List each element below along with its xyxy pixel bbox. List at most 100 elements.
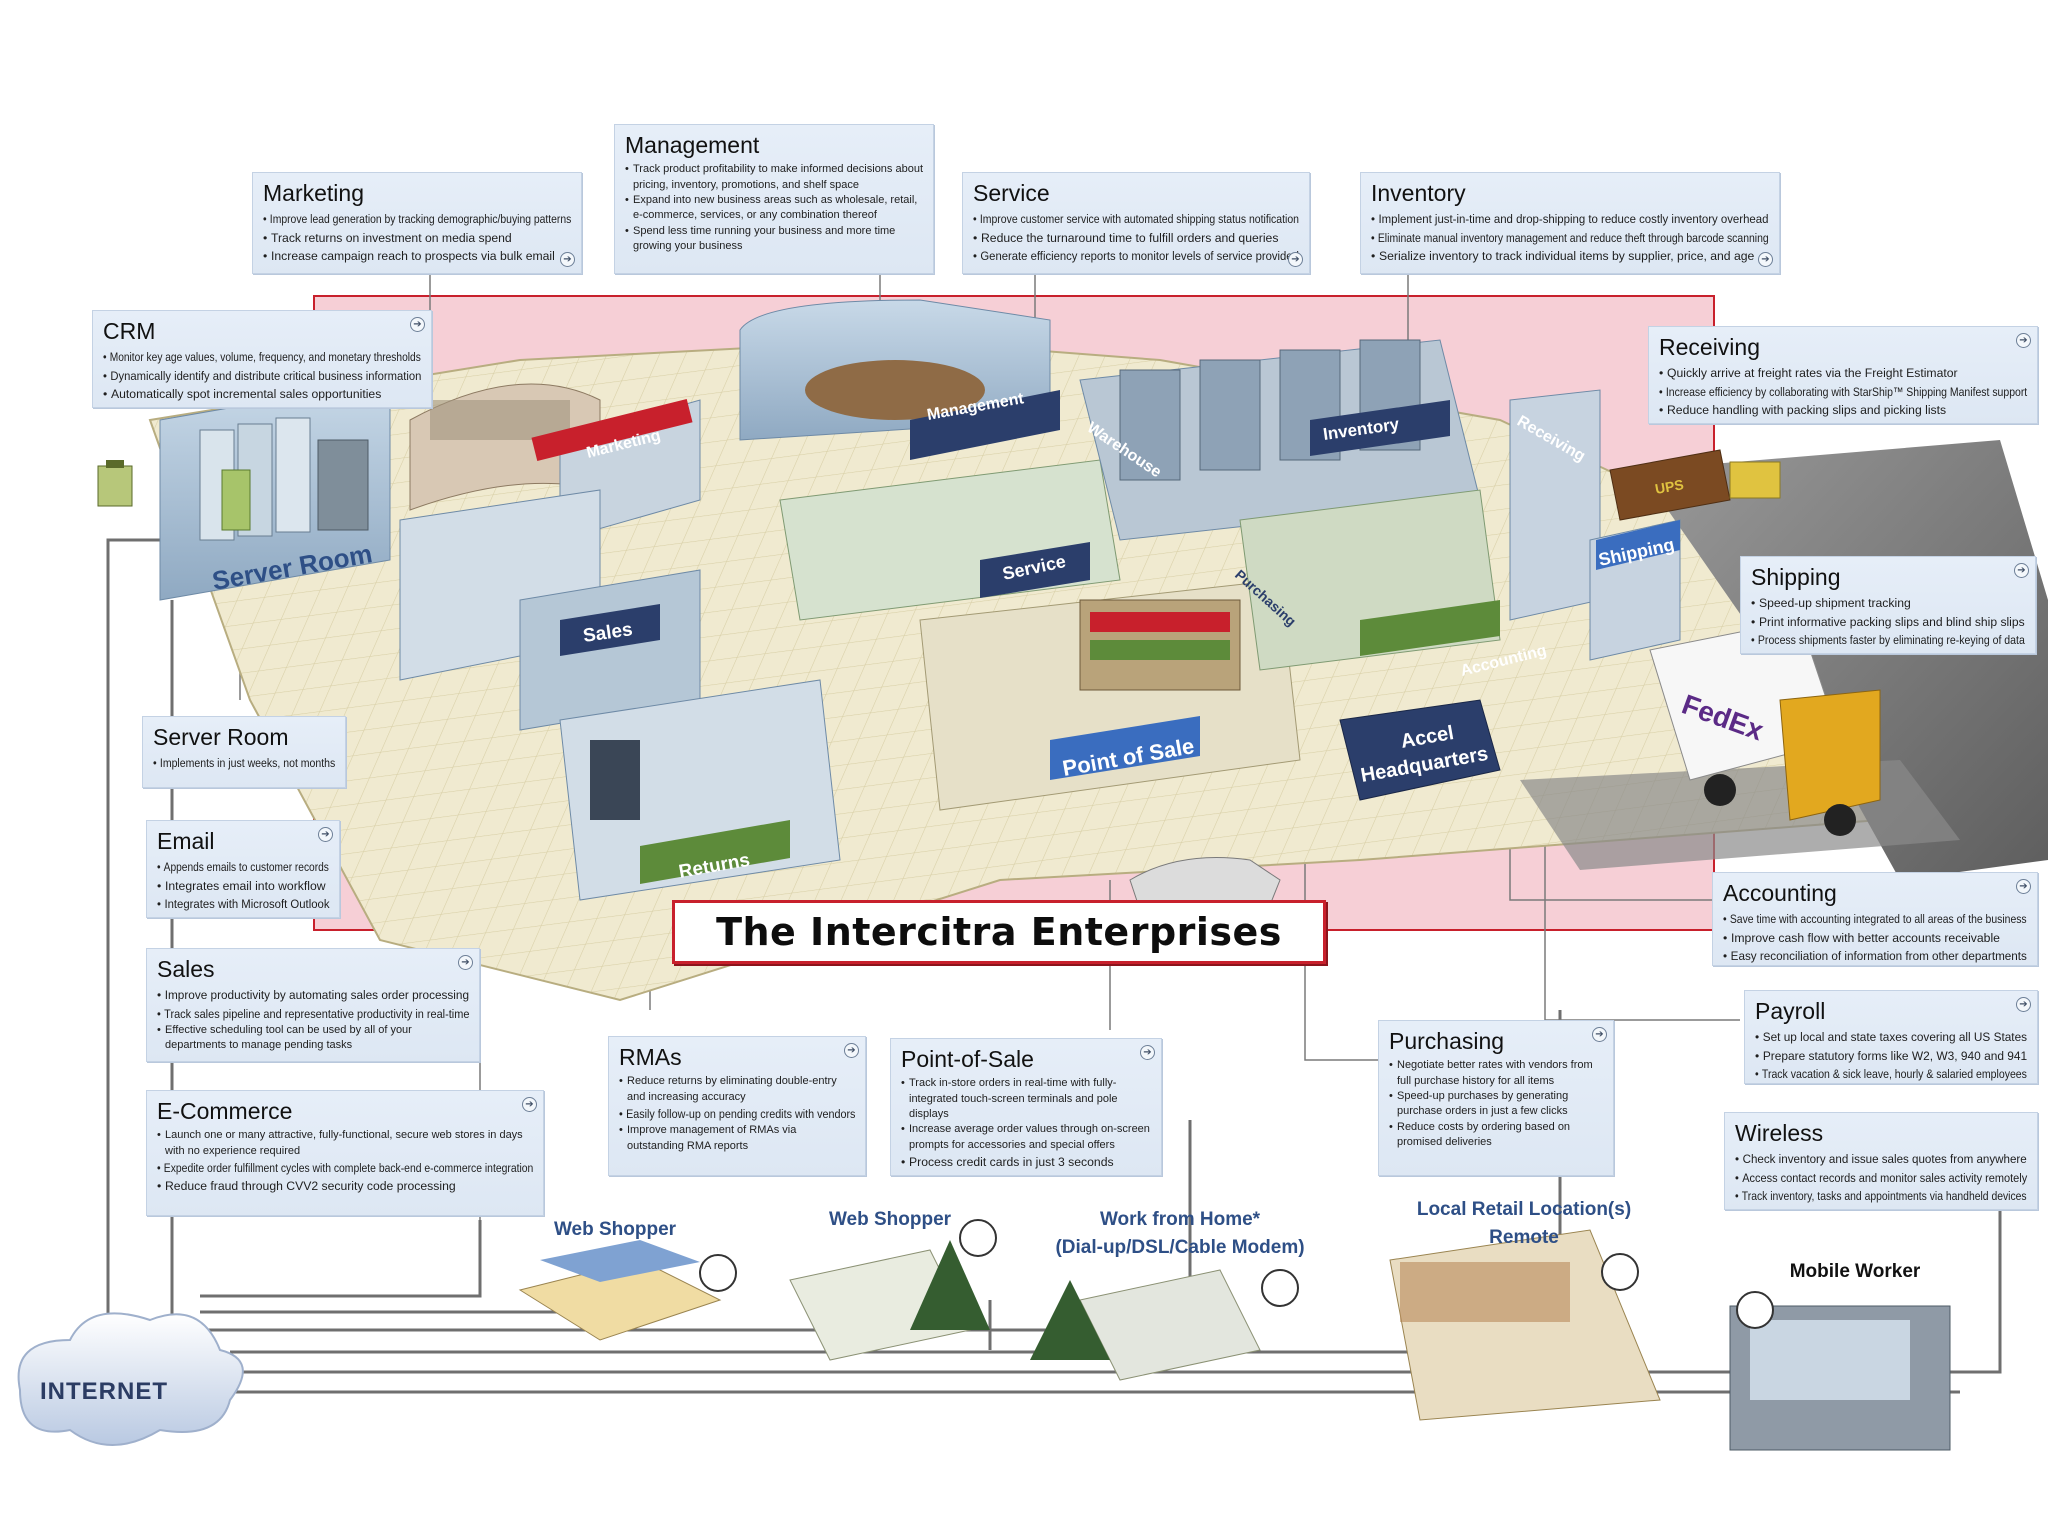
- list-item: Improve lead generation by tracking demo…: [263, 210, 571, 229]
- list-item: Serialize inventory to track individual …: [1371, 247, 1769, 266]
- callout-server-room: Server Room Implements in just weeks, no…: [142, 716, 346, 788]
- callout-list: Negotiate better rates with vendors from…: [1389, 1058, 1603, 1150]
- callout-ecommerce: E-Commerce Launch one or many attractive…: [146, 1090, 544, 1216]
- title-banner: The Intercitra Enterprises: [672, 900, 1326, 964]
- remote-label-web-shopper-2: Web Shopper: [828, 1209, 952, 1230]
- parked-car: [1129, 857, 1281, 911]
- list-item: Dynamically identify and distribute crit…: [103, 367, 421, 386]
- page-title: The Intercitra Enterprises: [716, 910, 1282, 954]
- expand-icon[interactable]: ➔: [458, 955, 473, 970]
- list-item: Easy reconciliation of information from …: [1723, 947, 2027, 966]
- expand-icon[interactable]: ➔: [2016, 333, 2031, 348]
- road: [1640, 440, 2048, 880]
- expand-icon[interactable]: ➔: [2014, 563, 2029, 578]
- list-item: Implement just-in-time and drop-shipping…: [1371, 210, 1768, 229]
- callout-email: Email Appends emails to customer records…: [146, 820, 340, 918]
- callout-list: Track in-store orders in real-time with …: [901, 1076, 1151, 1172]
- list-item: Reduce handling with packing slips and p…: [1659, 401, 2027, 420]
- list-item: Track inventory, tasks and appointments …: [1735, 1187, 2027, 1206]
- list-item: Track vacation & sick leave, hourly & sa…: [1755, 1065, 2027, 1084]
- callout-title: Receiving: [1659, 334, 1760, 360]
- returns-area: [559, 679, 841, 901]
- callout-title: Inventory: [1371, 180, 1466, 206]
- callout-list: Monitor key age values, volume, frequenc…: [103, 348, 421, 403]
- expand-icon[interactable]: ➔: [1592, 1027, 1607, 1042]
- list-item: Generate efficiency reports to monitor l…: [973, 247, 1299, 266]
- list-item: Launch one or many attractive, fully-fun…: [157, 1128, 533, 1159]
- list-item: Track in-store orders in real-time with …: [901, 1076, 1151, 1122]
- callout-title: Email: [157, 828, 215, 854]
- remote-label-work-from-home-2: (Dial-up/DSL/Cable Modem): [1055, 1237, 1305, 1258]
- callout-shipping: Shipping Speed-up shipment tracking Prin…: [1740, 556, 2036, 654]
- callout-title: E-Commerce: [157, 1098, 293, 1124]
- remote-label-mobile-worker: Mobile Worker: [1789, 1261, 1921, 1282]
- management-area: [739, 299, 1060, 460]
- callout-service: Service Improve customer service with au…: [962, 172, 1310, 274]
- list-item: Process credit cards in just 3 seconds: [901, 1153, 1151, 1172]
- callout-list: Save time with accounting integrated to …: [1723, 910, 2027, 965]
- list-item: Reduce fraud through CVV2 security code …: [157, 1177, 533, 1196]
- expand-icon[interactable]: ➔: [1288, 252, 1303, 267]
- callout-list: Implement just-in-time and drop-shipping…: [1371, 210, 1769, 265]
- callout-title: Service: [973, 180, 1050, 206]
- expand-icon[interactable]: ➔: [1758, 252, 1773, 267]
- list-item: Negotiate better rates with vendors from…: [1389, 1058, 1603, 1089]
- list-item: Monitor key age values, volume, frequenc…: [103, 348, 421, 367]
- expand-icon[interactable]: ➔: [1140, 1045, 1155, 1060]
- callout-payroll: Payroll Set up local and state taxes cov…: [1744, 990, 2038, 1084]
- list-item: Save time with accounting integrated to …: [1723, 910, 2027, 929]
- callout-title: Wireless: [1735, 1120, 1824, 1146]
- list-item: Check inventory and issue sales quotes f…: [1735, 1150, 2027, 1169]
- expand-icon[interactable]: ➔: [410, 317, 425, 332]
- expand-icon[interactable]: ➔: [522, 1097, 537, 1112]
- expand-icon[interactable]: ➔: [560, 252, 575, 267]
- callout-title: Accounting: [1723, 880, 1837, 906]
- expand-icon[interactable]: ➔: [2016, 879, 2031, 894]
- list-item: Spend less time running your business an…: [625, 224, 923, 255]
- remote-local-retail: [1389, 1229, 1661, 1421]
- callout-purchasing: Purchasing Negotiate better rates with v…: [1378, 1020, 1614, 1176]
- callout-title: Payroll: [1755, 998, 1826, 1024]
- callout-rmas: RMAs Reduce returns by eliminating doubl…: [608, 1036, 866, 1176]
- callout-list: Improve productivity by automating sales…: [157, 986, 469, 1053]
- callout-sales: Sales Improve productivity by automating…: [146, 948, 480, 1062]
- service-area: [779, 459, 1121, 621]
- list-item: Expedite order fulfillment cycles with c…: [157, 1159, 533, 1178]
- list-item: Reduce returns by eliminating double-ent…: [619, 1074, 855, 1105]
- remote-web-shopper-2: [789, 1240, 990, 1361]
- list-item: Track returns on investment on media spe…: [263, 229, 571, 248]
- sales-area: [399, 489, 701, 731]
- warehouse-area: [1079, 339, 1481, 541]
- expand-icon[interactable]: ➔: [844, 1043, 859, 1058]
- expand-icon[interactable]: ➔: [318, 827, 333, 842]
- list-item: Track sales pipeline and representative …: [157, 1005, 469, 1024]
- list-item: Increase efficiency by collaborating wit…: [1659, 383, 2027, 402]
- list-item: Expand into new business areas such as w…: [625, 193, 923, 224]
- remote-label-web-shopper-1: Web Shopper: [553, 1219, 677, 1240]
- callout-point-of-sale: Point-of-Sale Track in-store orders in r…: [890, 1038, 1162, 1176]
- list-item: Improve cash flow with better accounts r…: [1723, 929, 2027, 948]
- remote-label-work-from-home-1: Work from Home*: [1099, 1209, 1261, 1230]
- point-of-sale-area: [919, 579, 1301, 811]
- list-item: Set up local and state taxes covering al…: [1755, 1028, 2027, 1047]
- callout-list: Improve customer service with automated …: [973, 210, 1299, 265]
- list-item: Increase average order values through on…: [901, 1122, 1151, 1153]
- callout-marketing: Marketing Improve lead generation by tra…: [252, 172, 582, 274]
- battery-icon: [97, 460, 133, 507]
- callout-crm: CRM Monitor key age values, volume, freq…: [92, 310, 432, 408]
- list-item: Speed-up shipment tracking: [1751, 594, 2025, 613]
- callout-title: CRM: [103, 318, 156, 344]
- callout-list: Improve lead generation by tracking demo…: [263, 210, 571, 265]
- expand-icon[interactable]: ➔: [2016, 997, 2031, 1012]
- list-item: Speed-up purchases by generating purchas…: [1389, 1089, 1603, 1120]
- list-item: Integrates email into workflow: [157, 877, 329, 896]
- ups-truck: [1609, 449, 1781, 521]
- clock-icons: [699, 1219, 1774, 1329]
- marketing-area: [409, 383, 701, 541]
- remote-label-local-retail-1: Local Retail Location(s): [1416, 1199, 1632, 1220]
- list-item: Print informative packing slips and blin…: [1751, 613, 2025, 632]
- list-item: Reduce costs by ordering based on promis…: [1389, 1120, 1603, 1151]
- fedex-truck: [1649, 619, 1881, 836]
- list-item: Increase campaign reach to prospects via…: [263, 247, 571, 266]
